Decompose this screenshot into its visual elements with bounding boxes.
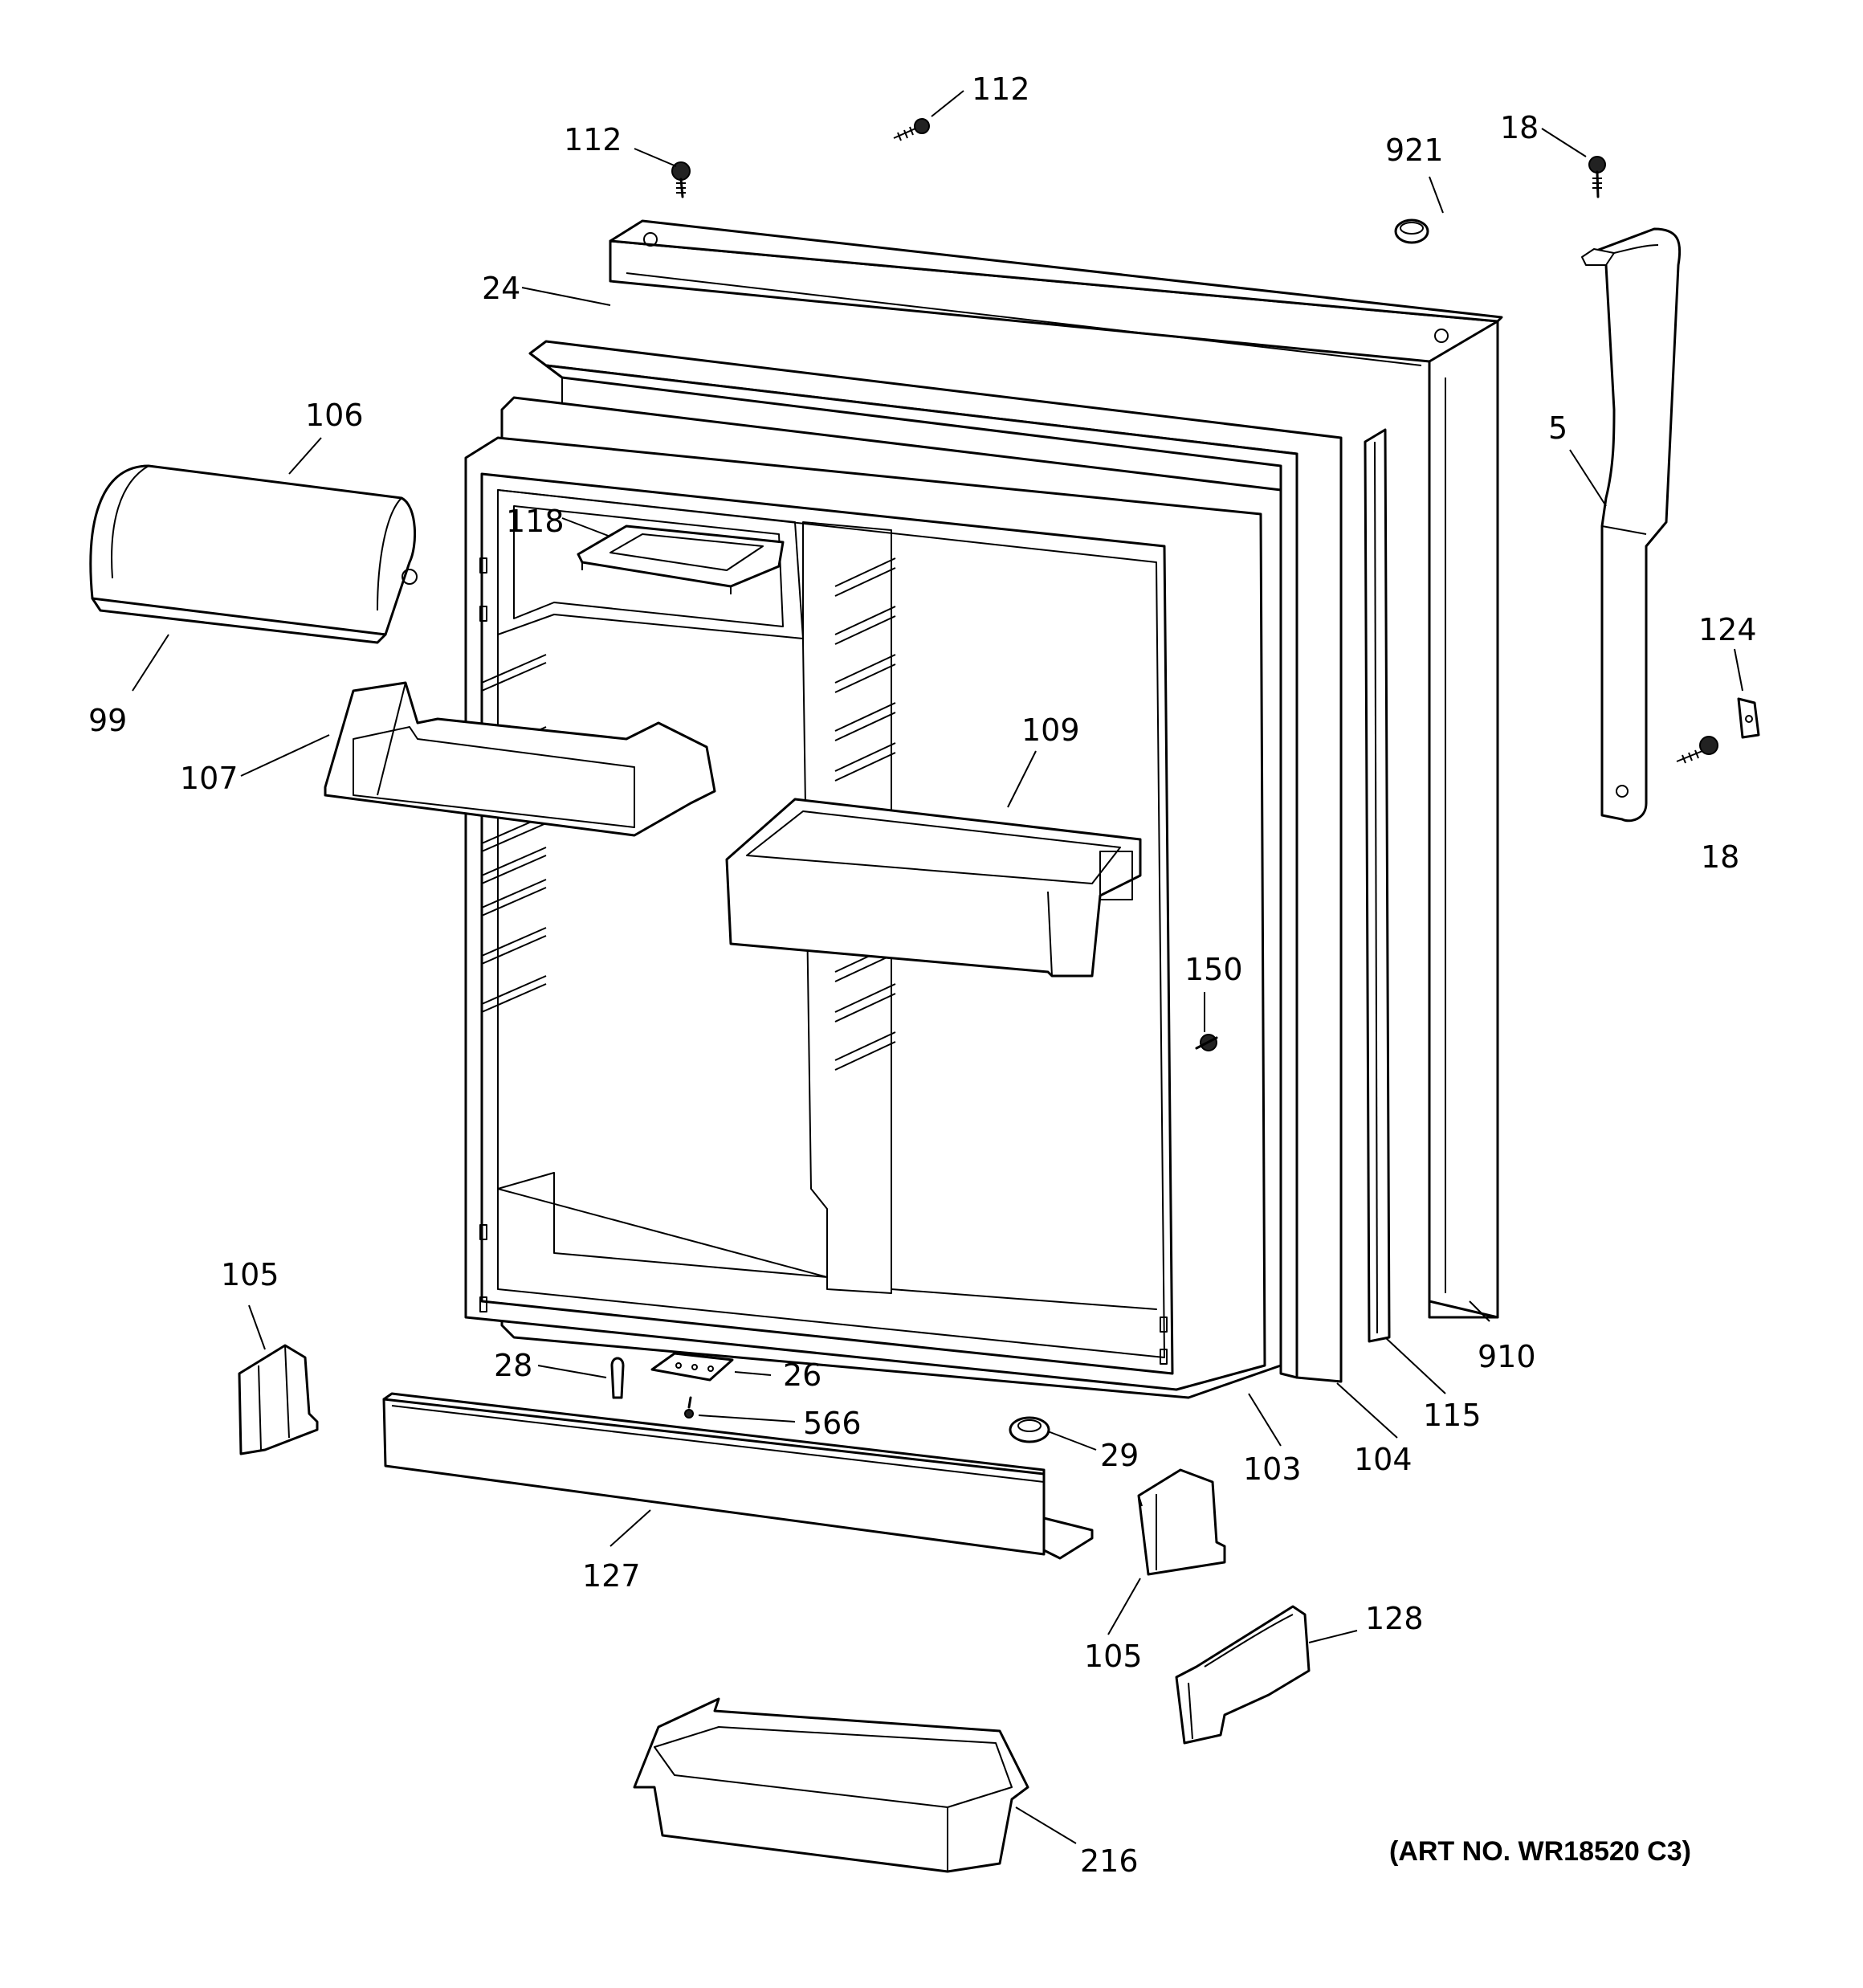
callout-103: 103: [1243, 1451, 1302, 1487]
callout-115: 115: [1423, 1398, 1482, 1433]
outer-door-910: [609, 219, 1503, 1319]
dairy-compartment-106: [89, 464, 418, 644]
pin-28: [610, 1357, 625, 1399]
callout-921: 921: [1385, 133, 1444, 168]
plug-921: [1394, 218, 1429, 244]
callout-118: 118: [506, 504, 565, 539]
butter-tray-118: [577, 525, 785, 594]
callout-109: 109: [1021, 712, 1080, 748]
callout-127: 127: [582, 1558, 641, 1594]
callout-24: 24: [482, 271, 520, 306]
gasket-strip-115: [1364, 428, 1391, 1343]
leader-lines: [132, 90, 1743, 1844]
screw-112-upper: [893, 118, 930, 141]
plate-26: [650, 1352, 734, 1382]
art-number: (ART NO. WR18520 C3): [1389, 1836, 1691, 1867]
door-bin-216: [633, 1697, 1029, 1873]
callout-5: 5: [1548, 410, 1567, 446]
callout-29: 29: [1100, 1438, 1139, 1473]
screw-112-top: [671, 161, 691, 198]
callout-105-left: 105: [221, 1257, 279, 1292]
callout-128: 128: [1365, 1601, 1424, 1636]
door-bin-109: [725, 798, 1142, 978]
callout-112-top: 112: [972, 71, 1030, 107]
callout-566: 566: [803, 1406, 862, 1441]
middle-shelf-rails: [834, 557, 896, 1071]
door-shelf-107: [324, 681, 716, 837]
callout-104: 104: [1354, 1442, 1413, 1477]
callout-150: 150: [1184, 952, 1243, 987]
callout-26: 26: [783, 1357, 821, 1393]
callout-105-right: 105: [1084, 1639, 1143, 1674]
bin-end-105-right: [1137, 1468, 1226, 1576]
callout-18-top: 18: [1500, 110, 1539, 145]
screw-18-side: [1676, 736, 1718, 764]
callout-216: 216: [1080, 1843, 1139, 1879]
callout-107: 107: [180, 761, 238, 796]
button-29: [1009, 1416, 1050, 1443]
callout-labels: 112 112 921 18 24 5 106 118 99 124 107 1…: [88, 71, 1757, 1879]
callout-910: 910: [1478, 1339, 1536, 1374]
screw-18-top: [1588, 156, 1606, 198]
callout-112-left: 112: [564, 122, 622, 157]
door-handle-5: [1581, 227, 1682, 823]
bin-end-128: [1175, 1605, 1311, 1745]
bracket-124: [1737, 697, 1760, 739]
stop-150: [1195, 1034, 1218, 1051]
callout-124: 124: [1698, 612, 1757, 647]
callout-18-side: 18: [1701, 839, 1739, 875]
bin-end-105-left: [238, 1344, 319, 1455]
callout-28: 28: [494, 1348, 532, 1383]
callout-106: 106: [305, 398, 364, 433]
bottom-trim-127: [382, 1392, 1094, 1560]
screw-566: [684, 1396, 694, 1419]
callout-99: 99: [88, 703, 127, 738]
